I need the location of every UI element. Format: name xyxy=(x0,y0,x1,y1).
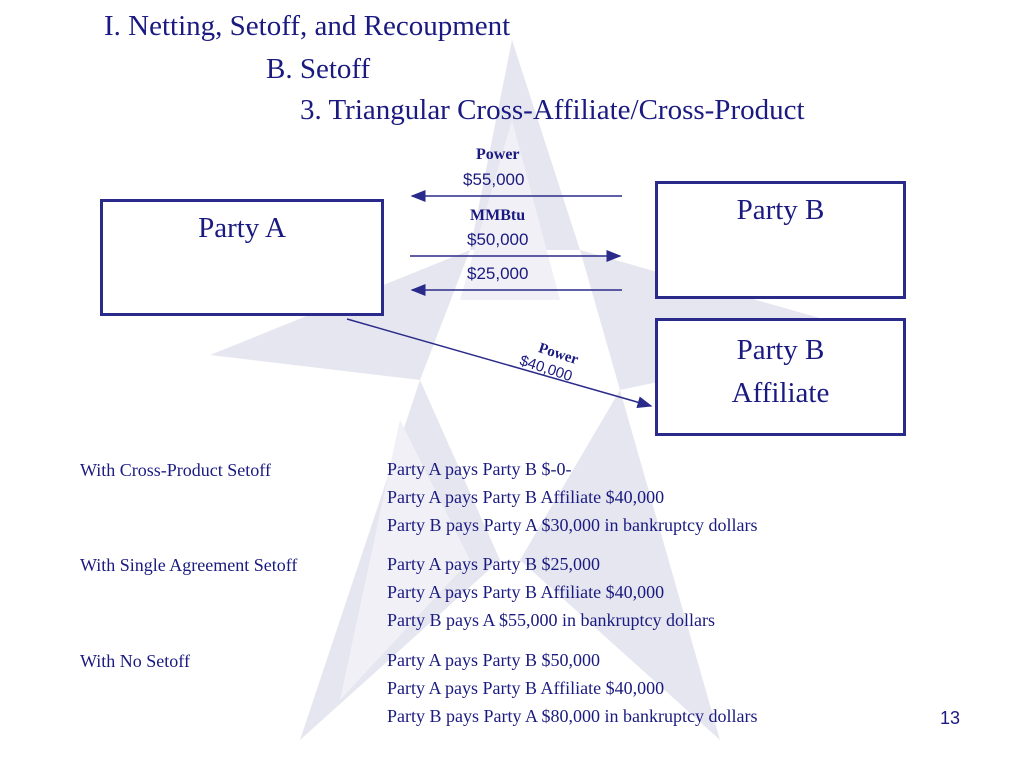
heading-line-3: 3. Triangular Cross-Affiliate/Cross-Prod… xyxy=(300,94,805,126)
heading-line-2: B. Setoff xyxy=(266,53,371,85)
scenario-3-result-2: Party A pays Party B Affiliate $40,000 xyxy=(387,678,665,698)
scenario-3-results: Party A pays Party B $50,000 Party A pay… xyxy=(387,646,757,730)
scenario-1-result-1: Party A pays Party B $-0- xyxy=(387,459,572,479)
scenario-1-result-3: Party B pays Party A $30,000 in bankrupt… xyxy=(387,515,758,535)
scenario-3-result-1: Party A pays Party B $50,000 xyxy=(387,650,601,670)
party-a-label: Party A xyxy=(198,212,286,244)
transaction-1-amount: $55,000 xyxy=(463,170,525,189)
party-b-box: Party B xyxy=(655,181,906,299)
party-a-box: Party A xyxy=(100,199,384,316)
page-number: 13 xyxy=(940,708,961,728)
transaction-3-amount: $25,000 xyxy=(467,264,529,283)
scenario-2-result-3: Party B pays A $55,000 in bankruptcy dol… xyxy=(387,610,715,630)
transaction-2-product: MMBtu xyxy=(470,207,526,224)
transaction-2-amount: $50,000 xyxy=(467,230,529,249)
scenario-2-result-2: Party A pays Party B Affiliate $40,000 xyxy=(387,582,665,602)
party-b-affiliate-label-line-2: Affiliate xyxy=(731,377,830,409)
scenario-3-result-3: Party B pays Party A $80,000 in bankrupt… xyxy=(387,706,758,726)
scenario-1-label: With Cross-Product Setoff xyxy=(80,460,271,480)
transaction-1-product: Power xyxy=(476,146,520,163)
scenario-3-label: With No Setoff xyxy=(80,651,190,671)
party-b-label: Party B xyxy=(736,194,825,226)
heading-line-1: I. Netting, Setoff, and Recoupment xyxy=(104,10,511,42)
party-b-affiliate-box: Party B Affiliate xyxy=(655,318,906,436)
scenario-2-label: With Single Agreement Setoff xyxy=(80,555,298,575)
arrow-power-40000 xyxy=(346,318,653,409)
scenario-2-result-1: Party A pays Party B $25,000 xyxy=(387,554,601,574)
scenario-1-results: Party A pays Party B $-0- Party A pays P… xyxy=(387,455,757,539)
party-b-affiliate-label-line-1: Party B xyxy=(736,334,825,366)
scenario-2-results: Party A pays Party B $25,000 Party A pay… xyxy=(387,550,715,634)
scenario-1-result-2: Party A pays Party B Affiliate $40,000 xyxy=(387,487,665,507)
